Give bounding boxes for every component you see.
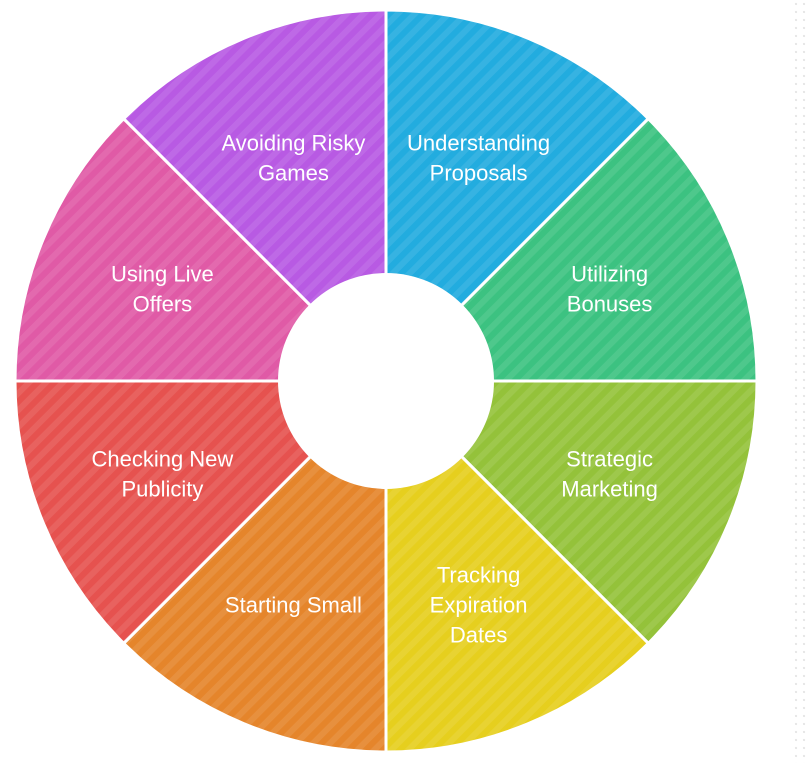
- segment-label-starting-small: Starting Small: [225, 592, 362, 617]
- segment-texture-starting-small: [123, 381, 386, 752]
- wheel-segments: [13, 8, 759, 754]
- segment-strategic-marketing: [384, 379, 759, 645]
- dotted-background-strip: [792, 0, 808, 763]
- segment-texture-strategic-marketing: [386, 381, 757, 644]
- segment-label-line: Expiration: [430, 592, 528, 617]
- segment-label-line: Tracking: [437, 562, 521, 587]
- segment-texture-tracking-expiration-dates: [386, 381, 649, 752]
- segment-label-line: Proposals: [430, 160, 528, 185]
- segment-tracking-expiration-dates: [384, 379, 650, 754]
- segment-texture-understanding-proposals: [386, 10, 649, 381]
- segment-label-line: Understanding: [407, 130, 550, 155]
- segment-label-line: Utilizing: [571, 261, 648, 286]
- segment-label-line: Using Live: [111, 261, 214, 286]
- segment-avoiding-risky-games: [122, 8, 388, 383]
- segment-texture-avoiding-risky-games: [123, 10, 386, 381]
- segment-using-live-offers: [13, 117, 388, 383]
- segment-label-line: Avoiding Risky: [221, 130, 365, 155]
- segment-label-line: Games: [258, 160, 329, 185]
- segment-label-line: Bonuses: [567, 291, 653, 316]
- segment-label-line: Publicity: [121, 476, 203, 501]
- segment-understanding-proposals: [384, 8, 650, 383]
- segment-label-line: Strategic: [566, 446, 653, 471]
- segment-label-line: Marketing: [561, 476, 658, 501]
- segment-label-line: Starting Small: [225, 592, 362, 617]
- segment-utilizing-bonuses: [384, 117, 759, 383]
- segment-texture-using-live-offers: [15, 118, 386, 381]
- segment-texture-checking-new-publicity: [14, 381, 386, 644]
- wheel-center-hole: [278, 273, 494, 489]
- segment-texture-utilizing-bonuses: [386, 118, 757, 381]
- segment-label-line: Checking New: [91, 446, 233, 471]
- segment-label-line: Dates: [450, 622, 507, 647]
- segment-checking-new-publicity: [13, 379, 388, 645]
- segment-starting-small: [122, 379, 388, 754]
- segment-label-line: Offers: [133, 291, 193, 316]
